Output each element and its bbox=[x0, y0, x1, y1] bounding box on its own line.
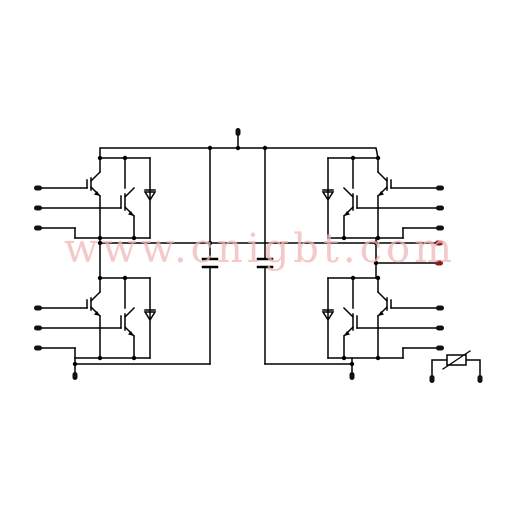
module-top-right bbox=[321, 157, 437, 239]
junction-dot bbox=[375, 275, 381, 281]
junction-dot bbox=[207, 145, 213, 151]
module-top-left bbox=[41, 157, 157, 239]
junction-dot bbox=[350, 155, 356, 161]
terminal bbox=[349, 372, 355, 380]
junction-dot bbox=[235, 145, 241, 151]
terminal bbox=[477, 375, 483, 383]
igbt-arrow bbox=[344, 331, 350, 336]
igbt-arrow bbox=[378, 311, 384, 316]
diode-symbol bbox=[143, 191, 157, 202]
junction-dot bbox=[72, 361, 78, 367]
igbt-arrow bbox=[94, 191, 100, 196]
terminal bbox=[34, 345, 42, 351]
igbt-collector-leg bbox=[376, 290, 389, 303]
junction-dot bbox=[97, 155, 103, 161]
junction-dot bbox=[341, 355, 347, 361]
terminal bbox=[235, 128, 241, 136]
diode-symbol bbox=[143, 311, 157, 322]
terminal bbox=[34, 305, 42, 311]
igbt-arrow bbox=[344, 211, 350, 216]
igbt-collector-leg bbox=[342, 306, 355, 319]
diode-symbol bbox=[321, 191, 335, 202]
dc-link-capacitor-left bbox=[201, 257, 219, 269]
igbt-collector-leg bbox=[123, 186, 136, 199]
igbt-collector-leg bbox=[342, 186, 355, 199]
junction-dot bbox=[97, 240, 103, 246]
ntc-slash bbox=[442, 350, 471, 370]
junction-dot bbox=[341, 235, 347, 241]
terminal bbox=[436, 185, 444, 191]
module-bottom-left bbox=[41, 277, 157, 359]
junction-dot bbox=[373, 240, 379, 246]
igbt-collector-leg bbox=[89, 170, 102, 183]
junction-dot bbox=[131, 355, 137, 361]
junction-dot bbox=[97, 235, 103, 241]
terminal bbox=[34, 205, 42, 211]
junction-dot bbox=[349, 361, 355, 367]
junction-dot bbox=[97, 355, 103, 361]
junction-dot bbox=[97, 275, 103, 281]
igbt-arrow bbox=[378, 191, 384, 196]
wiring bbox=[74, 135, 436, 373]
igbt-collector-leg bbox=[123, 306, 136, 319]
junction-dot bbox=[131, 235, 137, 241]
igbt-half-bridges bbox=[41, 157, 437, 359]
junction-dot bbox=[122, 155, 128, 161]
terminals bbox=[34, 128, 483, 383]
igbt-arrow bbox=[128, 211, 134, 216]
ntc-body bbox=[446, 354, 467, 366]
dc-link-capacitor-right bbox=[256, 257, 274, 269]
igbt-arrow bbox=[94, 311, 100, 316]
junction-dot bbox=[375, 355, 381, 361]
terminal bbox=[435, 240, 443, 246]
igbt-arrow bbox=[128, 331, 134, 336]
igbt-collector-leg bbox=[89, 290, 102, 303]
terminal bbox=[72, 372, 78, 380]
terminal bbox=[436, 325, 444, 331]
terminal bbox=[429, 375, 435, 383]
terminal bbox=[34, 225, 42, 231]
junction-dot bbox=[207, 240, 213, 246]
junction-dot bbox=[373, 260, 379, 266]
junction-dot bbox=[262, 145, 268, 151]
terminal bbox=[34, 185, 42, 191]
junction-dot bbox=[375, 235, 381, 241]
junction-dot bbox=[350, 275, 356, 281]
ntc-thermistor-symbol bbox=[431, 350, 481, 375]
terminal bbox=[436, 305, 444, 311]
terminal bbox=[436, 205, 444, 211]
capacitors bbox=[201, 257, 274, 269]
terminal bbox=[436, 225, 444, 231]
terminal bbox=[436, 345, 444, 351]
module-bottom-right bbox=[321, 277, 437, 359]
igbt-collector-leg bbox=[376, 170, 389, 183]
ntc-lead bbox=[466, 359, 481, 375]
junction-dot bbox=[375, 155, 381, 161]
ntc-lead bbox=[431, 359, 447, 375]
terminal bbox=[435, 260, 443, 266]
junction-dots bbox=[72, 145, 381, 367]
junction-dot bbox=[122, 275, 128, 281]
terminal bbox=[34, 325, 42, 331]
diode-symbol bbox=[321, 311, 335, 322]
